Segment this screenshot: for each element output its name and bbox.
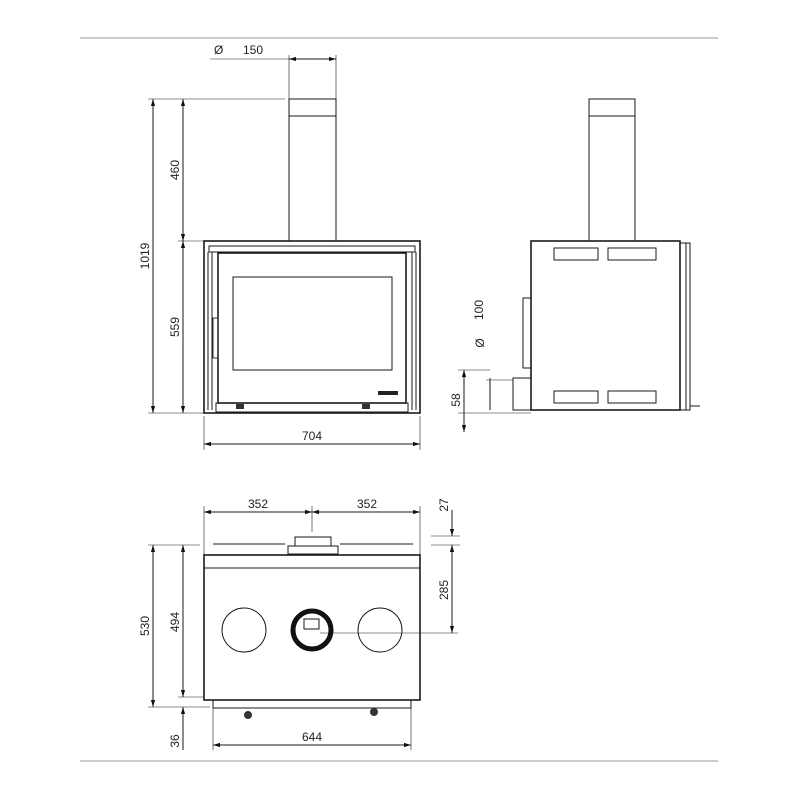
side-view: 58 100 Ø [449,98,700,432]
air-inlet [512,377,532,411]
side-body [530,240,681,411]
top-flue [294,536,332,547]
top-body [203,554,421,701]
side-flue-pipe [588,115,636,242]
logo-plate [378,391,398,395]
inlet-diameter-symbol: Ø [473,338,487,347]
top-view: 352 352 27 285 530 494 36 644 [138,497,460,750]
door-frame [217,252,407,404]
inlet-height-label: 58 [449,393,463,407]
door-glass [232,276,393,371]
total-height-label: 1019 [138,242,152,269]
width-label: 704 [302,429,322,443]
inlet-diameter-label: 100 [472,300,486,320]
half-width-left-label: 352 [248,497,268,511]
flue-height-label: 460 [168,160,182,180]
total-depth-label: 530 [138,616,152,636]
flue-outlet-circle [290,608,334,652]
front-view: Ø 150 1019 460 559 704 [138,43,421,450]
body-depth-label: 494 [168,612,182,632]
base-width-label: 644 [302,730,322,744]
knockout-left [221,607,267,653]
stove-body [203,240,421,414]
knockout-right [357,607,403,653]
body-height-label: 559 [168,317,182,337]
flue-pipe [288,115,337,242]
flue-diameter-symbol: Ø [214,43,223,57]
half-width-right-label: 352 [357,497,377,511]
flue-collar [288,98,337,117]
flue-offset-label: 285 [437,580,451,600]
top-offset-label: 27 [437,498,451,512]
flue-diameter-label: 150 [243,43,263,57]
side-flue-collar [588,98,636,117]
bottom-depth-label: 36 [168,734,182,748]
